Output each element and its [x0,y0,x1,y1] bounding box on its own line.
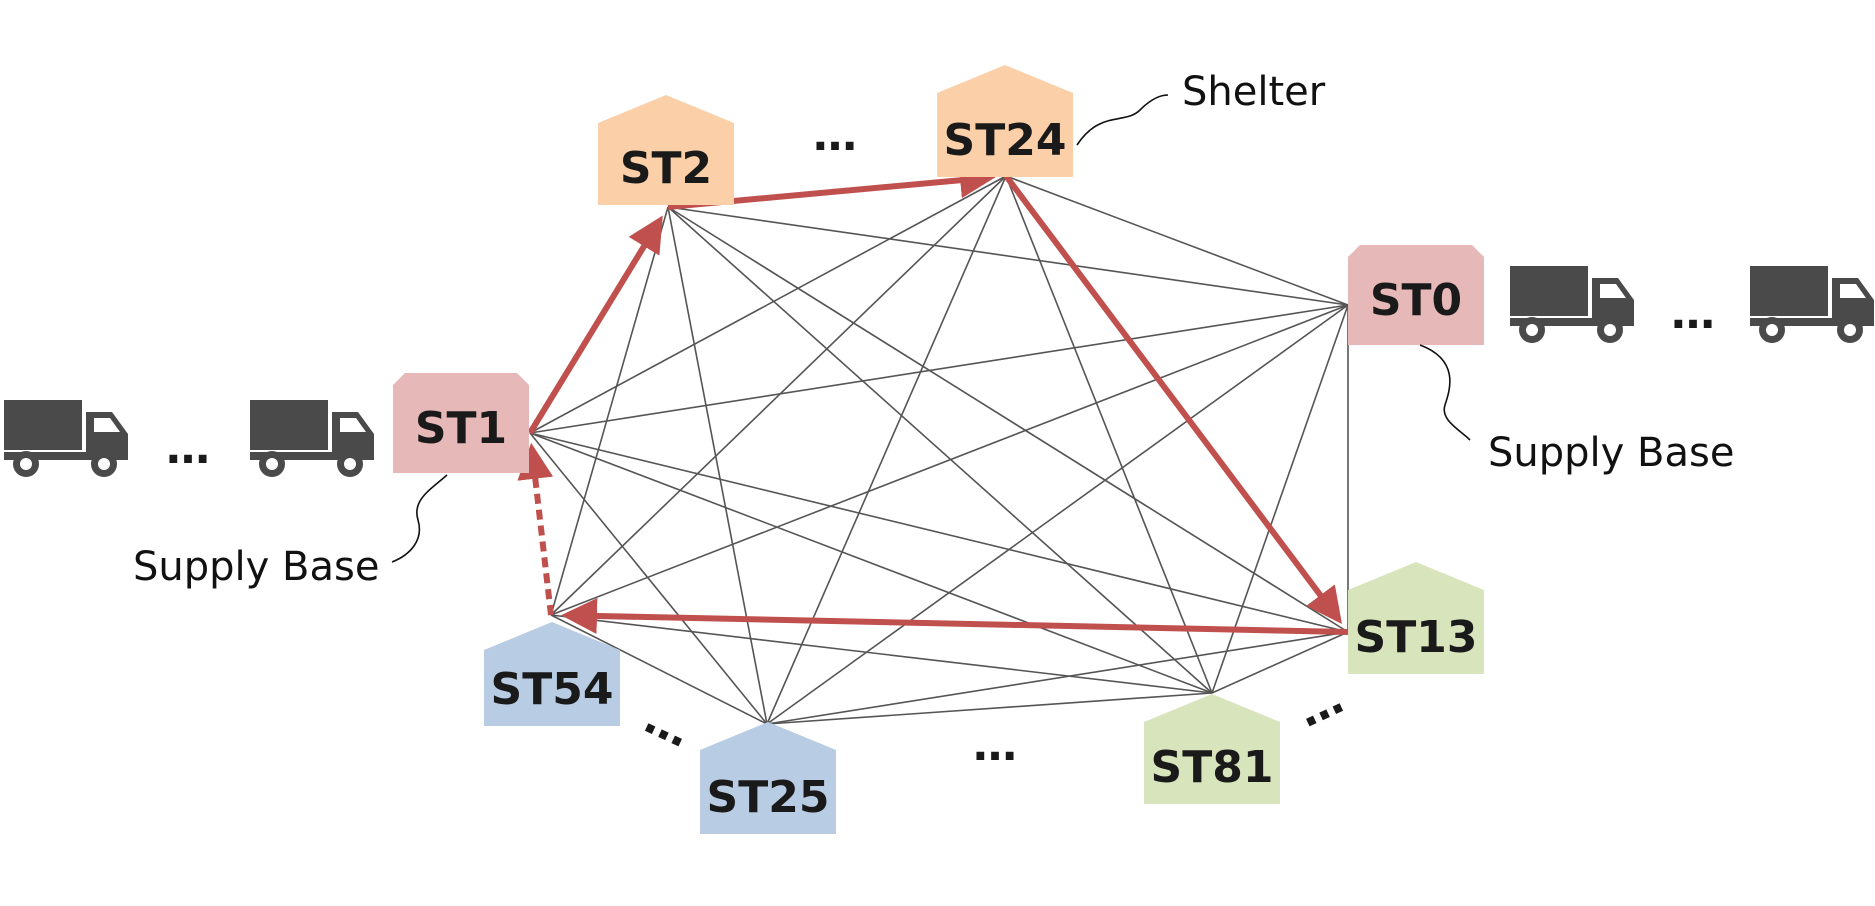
edge-st81-st54 [550,614,1213,694]
annotations-layer: Shelter Supply Base Supply Base [133,69,1734,590]
trucks-layer [4,266,1874,477]
node-label: ST13 [1355,612,1478,663]
edges-layer [529,175,1349,725]
node-st24: ST24 [937,65,1073,177]
node-label: ST2 [620,143,712,194]
truck-icon-left-1 [4,400,128,477]
supply-base-shape [1348,245,1484,345]
shelter-house-shape [484,622,620,726]
ellipsis-bottom: … [973,720,1017,771]
node-label: ST81 [1151,742,1274,793]
ellipsis-left-trucks: … [166,423,210,474]
edge-st0-st25 [766,304,1349,725]
node-label: ST25 [707,772,830,823]
node-label: ST1 [415,403,507,454]
supply-base-right-annotation: Supply Base [1488,430,1734,476]
edge-st24-st54 [550,175,1007,616]
edge-st2-st25 [667,206,768,725]
shelter-annotation: Shelter [1182,69,1326,115]
edge-st24-st25 [766,175,1007,725]
node-st81: ST81 [1144,694,1280,804]
route-layer [517,162,1349,635]
route-arrow-st24-st13 [1003,174,1343,625]
node-st54: ST54 [484,622,620,726]
edge-st0-st54 [550,304,1349,616]
node-label: ST0 [1370,275,1462,326]
supply-base-shape [393,373,529,473]
shelter-house-shape [937,65,1073,177]
route-arrow-st13-st54 [560,597,1349,635]
node-st1: ST1 [393,373,529,473]
node-label: ST54 [491,664,614,715]
node-st0: ST0 [1348,245,1484,345]
ellipsis-right-trucks: … [1671,288,1715,339]
edge-st1-st25 [529,432,768,725]
shelter-leader-line [1076,94,1169,146]
edge-st2-st0 [667,206,1349,306]
truck-icon-left-2 [250,400,374,477]
route-arrow-st1-st2 [527,215,663,435]
edge-st1-st0 [529,304,1349,434]
edge-st1-st81 [529,432,1213,694]
edge-st13-st81 [1211,631,1349,694]
ellipsis-bottom-right: … [1289,673,1350,738]
node-st2: ST2 [598,95,734,205]
truck-icon-right-2 [1750,266,1874,343]
shelter-house-shape [1348,562,1484,674]
edge-st2-st13 [667,206,1349,633]
supply-base-left-annotation: Supply Base [133,544,379,590]
edge-st2-st81 [667,206,1213,694]
route-arrow-st54-st1 [517,442,554,616]
shelter-house-shape [700,722,836,834]
edge-st1-st13 [529,432,1349,633]
edge-st1-st24 [529,175,1007,434]
ellipsis-bottom-left: … [637,693,698,758]
node-label: ST24 [944,115,1067,166]
ellipsis-top: … [813,110,857,161]
shelter-house-shape [1144,694,1280,804]
supply-base-left-leader-line [391,474,448,563]
edge-st2-st54 [550,206,669,616]
edge-st24-st81 [1005,175,1213,694]
edge-st13-st25 [766,631,1349,725]
shelter-house-shape [598,95,734,205]
supply-base-right-leader-line [1419,344,1471,441]
node-st13: ST13 [1348,562,1484,674]
node-st25: ST25 [700,722,836,834]
truck-icon-right-1 [1510,266,1634,343]
edge-st24-st0 [1005,175,1349,306]
edge-st81-st25 [766,692,1213,725]
